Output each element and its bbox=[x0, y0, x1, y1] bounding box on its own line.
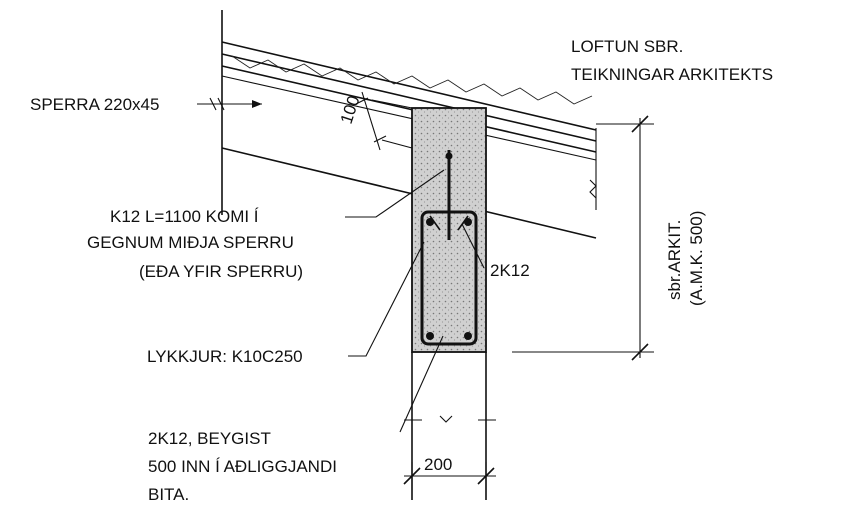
rebar-bottom-right bbox=[464, 332, 472, 340]
label-sperra: SPERRA 220x45 bbox=[30, 95, 159, 114]
label-k12-3: (EÐA YFIR SPERRU) bbox=[139, 262, 303, 281]
stirrup-hook bbox=[429, 215, 469, 231]
label-beygist-1: 2K12, BEYGIST bbox=[148, 429, 271, 448]
dimension-100 bbox=[355, 91, 413, 151]
rebar-top-right bbox=[464, 218, 472, 226]
label-loftun-1: LOFTUN SBR. bbox=[571, 37, 683, 56]
label-k12-1: K12 L=1100 KOMI Í bbox=[110, 207, 259, 226]
leader-lines bbox=[197, 97, 485, 433]
dimension-height-line2: (A.M.K. 500) bbox=[687, 211, 706, 306]
dimension-width-text: 200 bbox=[424, 455, 452, 474]
label-beygist-3: BITA. bbox=[148, 485, 189, 504]
roof-layers bbox=[221, 41, 597, 239]
dimension-width bbox=[403, 462, 496, 490]
label-beygist-2: 500 INN Í AÐLIGGJANDI bbox=[148, 457, 337, 476]
dimension-height bbox=[512, 115, 654, 361]
rebar-top-left bbox=[426, 218, 434, 226]
label-k12-2: GEGNUM MIÐJA SPERRU bbox=[87, 233, 294, 252]
rebar-bottom-left bbox=[426, 332, 434, 340]
label-lykkjur: LYKKJUR: K10C250 bbox=[147, 347, 303, 366]
label-loftun-2: TEIKNINGAR ARKITEKTS bbox=[571, 65, 773, 84]
label-2k12: 2K12 bbox=[490, 261, 530, 280]
dimension-100-text: 100 bbox=[337, 93, 364, 126]
dimension-height-line1: sbr.ARKIT. bbox=[665, 220, 684, 300]
